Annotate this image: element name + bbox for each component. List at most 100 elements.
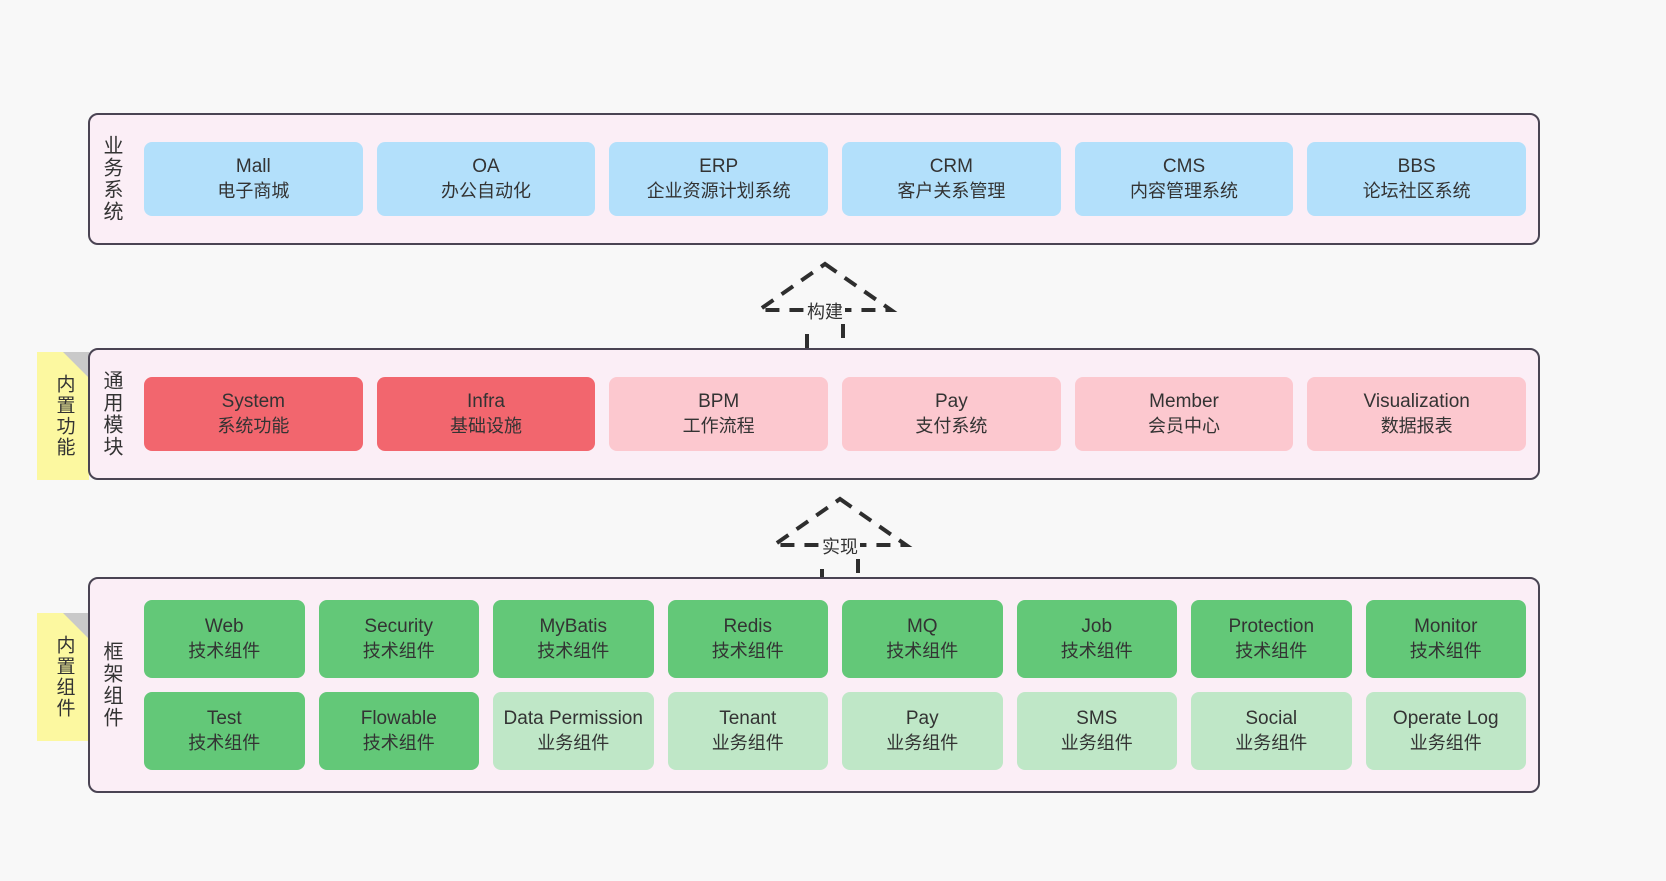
component-name: Web bbox=[204, 616, 244, 638]
component-name: Security bbox=[364, 616, 434, 638]
module-name: OA bbox=[472, 156, 500, 178]
component-box-tenant[interactable]: Tenant 业务组件 bbox=[667, 692, 828, 770]
module-name: Mall bbox=[235, 156, 271, 178]
layer-business-system: 业务系统 Mall 电子商城 OA 办公自动化 ERP 企业资源计划系统 CRM bbox=[88, 113, 1540, 245]
component-name: Operate Log bbox=[1392, 708, 1499, 730]
component-desc: 业务组件 bbox=[711, 732, 784, 753]
module-name: System bbox=[221, 391, 286, 413]
component-name: Protection bbox=[1228, 616, 1315, 638]
note-text: 内置功能 bbox=[53, 374, 75, 458]
component-name: Redis bbox=[723, 616, 773, 638]
layer-label-business-system: 业务系统 bbox=[100, 135, 122, 223]
box-row-business: Test 技术组件 Flowable 技术组件 Data Permission … bbox=[144, 692, 1526, 770]
layer-label-common-module: 通用模块 bbox=[100, 370, 122, 458]
box-rows: Mall 电子商城 OA 办公自动化 ERP 企业资源计划系统 CRM 客户关系… bbox=[144, 142, 1527, 216]
box-rows: Web 技术组件 Security 技术组件 MyBatis 技术组件 Redi… bbox=[144, 600, 1526, 770]
layer-framework-component: 框架组件 Web 技术组件 Security 技术组件 MyBatis 技术组件… bbox=[88, 577, 1540, 793]
component-desc: 技术组件 bbox=[188, 640, 261, 661]
component-box-job[interactable]: Job 技术组件 bbox=[1016, 600, 1177, 678]
module-box-mall[interactable]: Mall 电子商城 bbox=[144, 142, 363, 216]
component-desc: 技术组件 bbox=[1060, 640, 1133, 661]
module-name: Member bbox=[1149, 391, 1219, 413]
module-desc: 论坛社区系统 bbox=[1362, 180, 1471, 201]
note-builtin-function: 内置功能 bbox=[37, 352, 89, 480]
component-name: Data Permission bbox=[503, 708, 643, 730]
component-box-redis[interactable]: Redis 技术组件 bbox=[667, 600, 828, 678]
module-name: Visualization bbox=[1363, 391, 1470, 413]
component-desc: 技术组件 bbox=[886, 640, 959, 661]
component-box-operate-log[interactable]: Operate Log 业务组件 bbox=[1365, 692, 1526, 770]
component-name: Monitor bbox=[1414, 616, 1478, 638]
component-name: MQ bbox=[906, 616, 938, 638]
module-name: ERP bbox=[699, 156, 739, 178]
component-box-social[interactable]: Social 业务组件 bbox=[1191, 692, 1352, 770]
component-name: Pay bbox=[905, 708, 939, 730]
module-box-bbs[interactable]: BBS 论坛社区系统 bbox=[1307, 142, 1527, 216]
module-desc: 内容管理系统 bbox=[1130, 180, 1239, 201]
component-name: SMS bbox=[1076, 708, 1118, 730]
box-row: Mall 电子商城 OA 办公自动化 ERP 企业资源计划系统 CRM 客户关系… bbox=[144, 142, 1527, 216]
layer-body-business-system: Mall 电子商城 OA 办公自动化 ERP 企业资源计划系统 CRM 客户关系… bbox=[132, 115, 1538, 243]
component-desc: 技术组件 bbox=[1235, 640, 1308, 661]
component-desc: 技术组件 bbox=[362, 732, 435, 753]
component-box-monitor[interactable]: Monitor 技术组件 bbox=[1365, 600, 1526, 678]
component-box-pay[interactable]: Pay 业务组件 bbox=[842, 692, 1003, 770]
component-desc: 业务组件 bbox=[886, 732, 959, 753]
component-box-web[interactable]: Web 技术组件 bbox=[144, 600, 305, 678]
layer-common-module: 通用模块 System 系统功能 Infra 基础设施 BPM 工作流程 Pay bbox=[88, 348, 1540, 480]
component-box-test[interactable]: Test 技术组件 bbox=[144, 692, 305, 770]
component-desc: 技术组件 bbox=[188, 732, 261, 753]
component-desc: 技术组件 bbox=[711, 640, 784, 661]
module-name: BBS bbox=[1397, 156, 1436, 178]
module-name: Pay bbox=[934, 391, 968, 413]
module-box-crm[interactable]: CRM 客户关系管理 bbox=[842, 142, 1061, 216]
component-name: Social bbox=[1245, 708, 1298, 730]
module-desc: 系统功能 bbox=[217, 415, 290, 436]
module-desc: 工作流程 bbox=[682, 415, 755, 436]
component-box-mybatis[interactable]: MyBatis 技术组件 bbox=[493, 600, 654, 678]
component-name: Job bbox=[1081, 616, 1113, 638]
module-box-infra[interactable]: Infra 基础设施 bbox=[376, 377, 596, 451]
connector-label-implement: 实现 bbox=[820, 533, 860, 559]
module-box-erp[interactable]: ERP 企业资源计划系统 bbox=[609, 142, 829, 216]
module-desc: 客户关系管理 bbox=[897, 180, 1006, 201]
module-desc: 企业资源计划系统 bbox=[646, 180, 791, 201]
connector-label-build: 构建 bbox=[805, 298, 845, 324]
component-name: Test bbox=[206, 708, 242, 730]
module-box-pay[interactable]: Pay 支付系统 bbox=[842, 377, 1061, 451]
component-box-security[interactable]: Security 技术组件 bbox=[318, 600, 479, 678]
component-box-protection[interactable]: Protection 技术组件 bbox=[1191, 600, 1352, 678]
component-box-sms[interactable]: SMS 业务组件 bbox=[1016, 692, 1177, 770]
component-desc: 业务组件 bbox=[1409, 732, 1482, 753]
module-name: CMS bbox=[1162, 156, 1206, 178]
connector-build: 构建 bbox=[745, 258, 905, 358]
module-desc: 会员中心 bbox=[1148, 415, 1221, 436]
layer-body-framework-component: Web 技术组件 Security 技术组件 MyBatis 技术组件 Redi… bbox=[132, 579, 1538, 791]
component-box-flowable[interactable]: Flowable 技术组件 bbox=[318, 692, 479, 770]
component-name: MyBatis bbox=[539, 616, 608, 638]
box-rows: System 系统功能 Infra 基础设施 BPM 工作流程 Pay 支付系统… bbox=[144, 377, 1527, 451]
component-desc: 技术组件 bbox=[362, 640, 435, 661]
module-name: Infra bbox=[466, 391, 506, 413]
box-row: System 系统功能 Infra 基础设施 BPM 工作流程 Pay 支付系统… bbox=[144, 377, 1527, 451]
module-desc: 电子商城 bbox=[217, 180, 290, 201]
note-text: 内置组件 bbox=[53, 635, 75, 719]
component-desc: 业务组件 bbox=[1060, 732, 1133, 753]
module-desc: 支付系统 bbox=[915, 415, 988, 436]
layer-label-framework-component: 框架组件 bbox=[100, 641, 122, 729]
component-name: Tenant bbox=[719, 708, 777, 730]
module-box-bpm[interactable]: BPM 工作流程 bbox=[609, 377, 829, 451]
module-box-cms[interactable]: CMS 内容管理系统 bbox=[1074, 142, 1294, 216]
module-desc: 数据报表 bbox=[1380, 415, 1453, 436]
component-box-data-permission[interactable]: Data Permission 业务组件 bbox=[493, 692, 654, 770]
layer-body-common-module: System 系统功能 Infra 基础设施 BPM 工作流程 Pay 支付系统… bbox=[132, 350, 1538, 478]
module-box-system[interactable]: System 系统功能 bbox=[144, 377, 363, 451]
module-name: CRM bbox=[929, 156, 973, 178]
component-name: Flowable bbox=[360, 708, 437, 730]
module-box-oa[interactable]: OA 办公自动化 bbox=[376, 142, 596, 216]
component-desc: 技术组件 bbox=[1409, 640, 1482, 661]
module-box-visualization[interactable]: Visualization 数据报表 bbox=[1307, 377, 1527, 451]
component-box-mq[interactable]: MQ 技术组件 bbox=[842, 600, 1003, 678]
module-box-member[interactable]: Member 会员中心 bbox=[1074, 377, 1294, 451]
component-desc: 业务组件 bbox=[1235, 732, 1308, 753]
